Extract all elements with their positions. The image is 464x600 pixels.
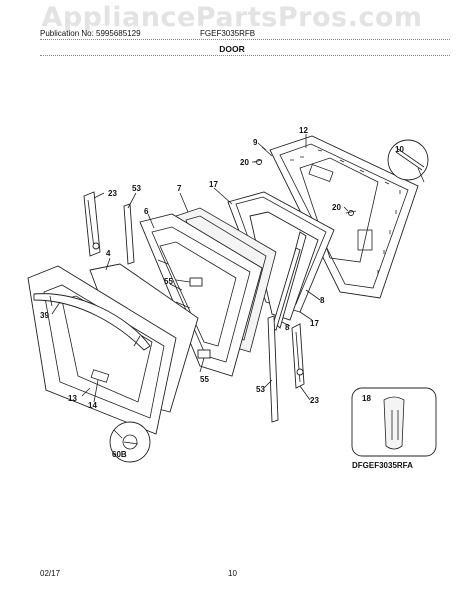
callout-55-upper: 55 [164,277,173,286]
callout-9: 9 [253,138,258,147]
part-18-inset [351,387,437,457]
callout-23-right: 23 [310,396,319,405]
callout-7: 7 [177,184,182,193]
callout-53-left: 53 [132,184,141,193]
footer-date: 02/17 [40,569,61,578]
leader-lines [51,134,349,439]
callout-55-lower: 55 [200,375,209,384]
callout-8-upper: 8 [320,296,325,305]
callout-10: 10 [395,145,404,154]
callout-53-right: 53 [256,385,265,394]
callout-39: 39 [40,311,49,320]
callout-4: 4 [106,249,111,258]
callout-8-lower: 8 [285,323,290,332]
screw-9 [261,146,273,157]
door-hinge-23-right [291,323,305,389]
part-60b-inset [109,421,151,463]
watermark-text: AppliancePartsPros.com [41,2,423,33]
header-divider [40,39,450,40]
trim-strip-8 [271,231,307,331]
spacer-53-left [123,203,135,265]
publication-number: Publication No: 5995685129 [40,29,141,38]
model-number: FGEF3035RFB [200,29,256,38]
callout-14: 14 [88,401,97,410]
callout-20-lower: 20 [332,203,341,212]
screw-20-lower [345,210,357,216]
door-back-panel [269,135,419,299]
hinge-bracket-55-lower [197,349,211,359]
footer-page-number: 10 [228,569,237,578]
hinge-bracket-55-upper [189,277,203,287]
callout-60b: 60B [112,450,127,459]
diagram-code: DFGEF3035RFA [352,461,413,470]
callout-20-upper: 20 [240,158,249,167]
callout-17-lower: 17 [310,319,319,328]
section-title: DOOR [219,44,245,54]
spacer-53-right [267,315,279,423]
section-divider [40,55,450,56]
door-hinge-23-left [83,191,101,257]
callout-17-upper: 17 [209,180,218,189]
callout-23-left: 23 [108,189,117,198]
callout-12: 12 [299,126,308,135]
callout-18: 18 [362,394,371,403]
callout-13: 13 [68,394,77,403]
outer-door-13 [27,265,177,435]
callout-6: 6 [144,207,149,216]
part-10-inset [387,139,429,183]
